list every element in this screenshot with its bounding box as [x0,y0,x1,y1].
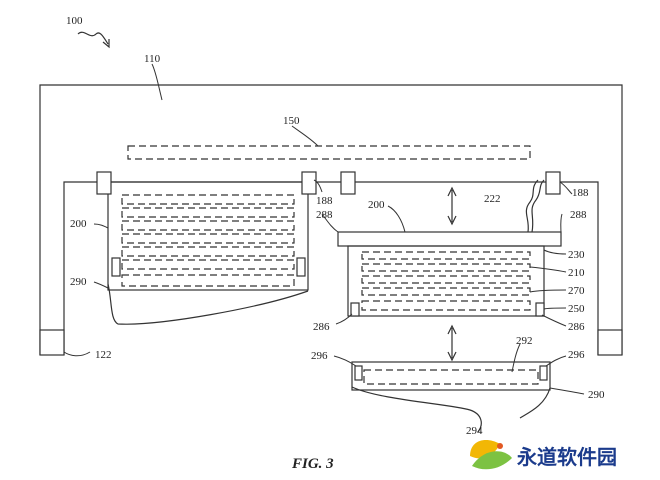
lower-tray-bag [351,386,551,433]
housing-foot-left [39,329,65,356]
watermark-text: 永道软件园 [516,445,617,469]
figure-caption: FIG. 3 [291,456,334,472]
label-222: 222 [484,193,501,205]
left-tray-dashed-layers [121,194,295,287]
left-tray-clip-right [296,257,306,277]
housing-foot-right [597,329,623,356]
label-296-right: 296 [568,349,585,361]
lower-tray-clip-left [354,365,363,381]
lower-tray-frame [351,361,551,391]
label-286-left: 286 [313,321,330,333]
label-100: 100 [66,15,83,27]
right-tray-body [347,245,545,317]
rail-block-3 [340,171,356,195]
label-210: 210 [568,267,585,279]
lower-tray-dashed-layer [363,369,539,385]
label-150: 150 [283,115,300,127]
label-230: 230 [568,249,585,261]
label-110: 110 [144,53,161,65]
label-200-left: 200 [70,218,87,230]
label-270: 270 [568,285,585,297]
up-down-arrow-bottom [447,324,457,362]
left-tray-clip-left [111,257,121,277]
label-122: 122 [95,349,112,361]
left-tray-frame [107,181,309,291]
rail-block-1 [96,171,112,195]
label-200-right: 200 [368,199,385,211]
label-296-left: 296 [311,350,328,362]
up-down-arrow-top [447,186,457,226]
label-288-left: 288 [316,209,333,221]
label-188-left: 188 [316,195,333,207]
label-286-right: 286 [568,321,585,333]
reference-arrow-100 [77,31,110,49]
label-290-right: 290 [588,389,605,401]
right-tray-clip-left [350,302,360,317]
label-250: 250 [568,303,585,315]
label-290-left: 290 [70,276,87,288]
cable-222 [525,179,545,233]
right-tray-lid [337,231,562,247]
watermark-logo-icon [470,440,512,470]
rail-block-2 [301,171,317,195]
left-tray-bag [107,283,309,325]
rail-block-4 [545,171,561,195]
lower-tray-clip-right [539,365,548,381]
label-188-right: 188 [572,187,589,199]
label-292: 292 [516,335,533,347]
dashed-element-150 [127,145,531,160]
label-288-right: 288 [570,209,587,221]
right-tray-clip-right [535,302,545,317]
right-tray-dashed-layers [361,251,531,311]
label-294: 294 [466,425,483,437]
housing-outline [39,84,623,355]
leader-lines [63,63,585,395]
